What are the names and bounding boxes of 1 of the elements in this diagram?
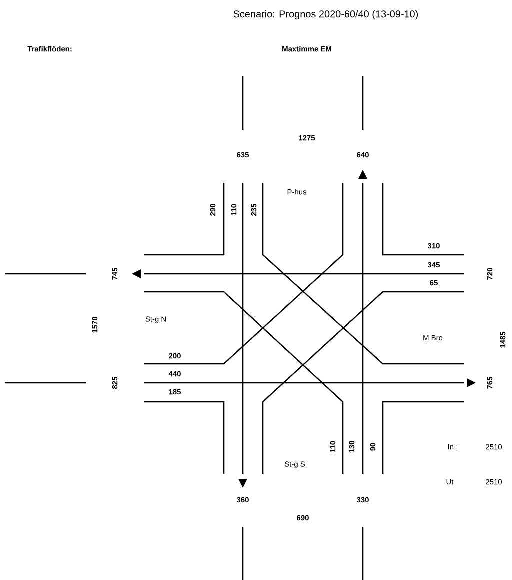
title: Scenario: Prognos 2020-60/40 (13-09-10) [234,10,418,20]
